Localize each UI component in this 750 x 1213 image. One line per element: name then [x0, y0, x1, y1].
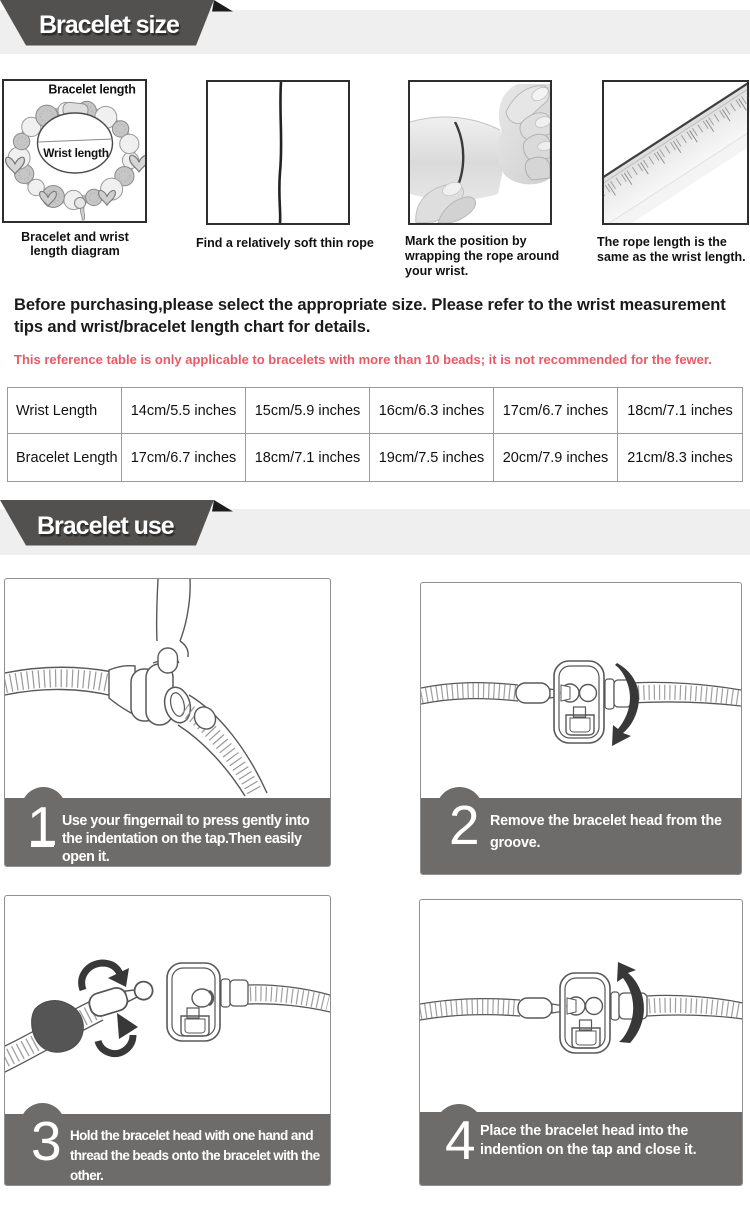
svg-text:Wrist length: Wrist length	[43, 146, 109, 160]
svg-text:Bracelet length: Bracelet length	[48, 83, 135, 97]
